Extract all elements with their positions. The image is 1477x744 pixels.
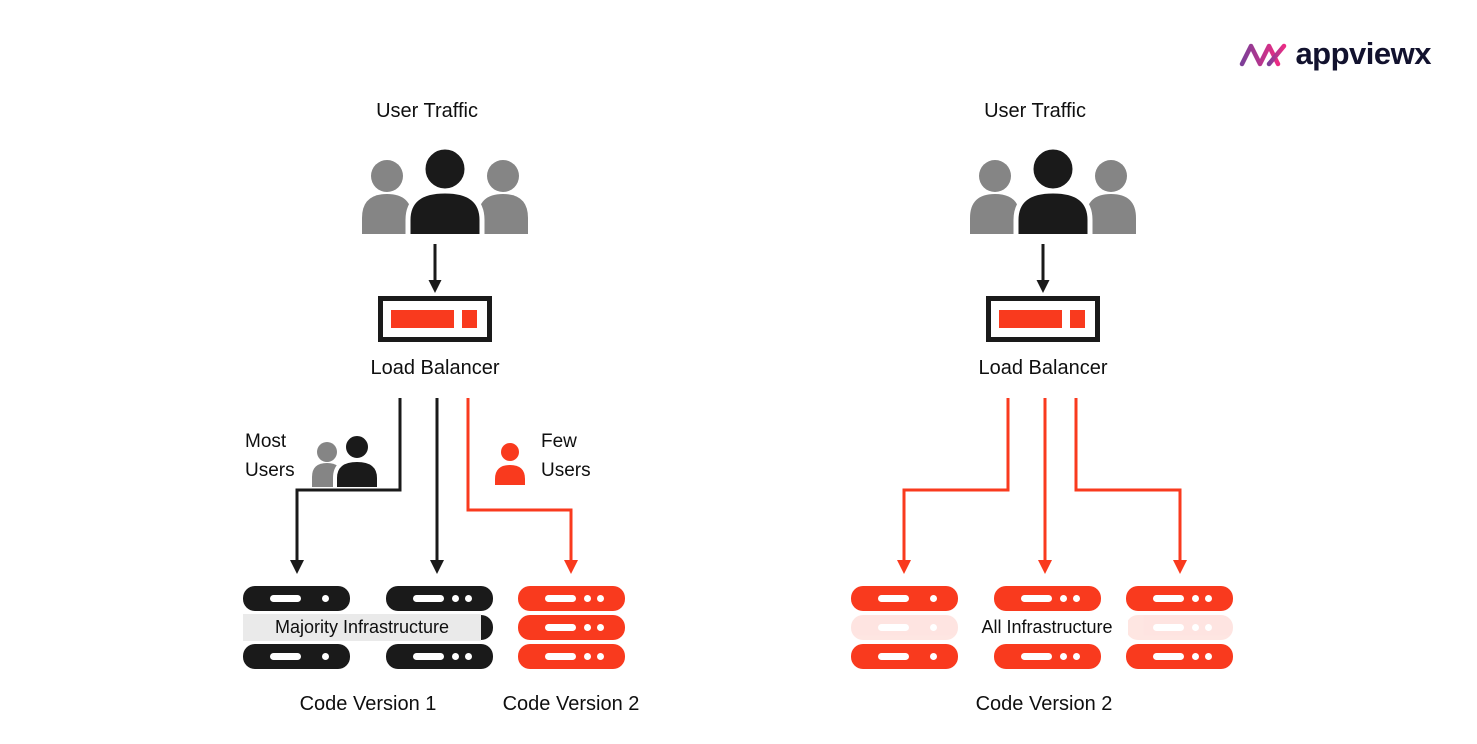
- majority-infrastructure-label: Majority Infrastructure: [243, 614, 481, 641]
- server-icon: [386, 644, 493, 669]
- connector-lines: [897, 398, 1187, 574]
- code-version-2-label: Code Version 2: [502, 693, 640, 715]
- traffic-arrow-icon: [1036, 244, 1050, 293]
- most-users-label: Most Users: [245, 431, 295, 481]
- traffic-arrow-icon: [428, 244, 442, 293]
- logo-wave-icon: [1240, 43, 1287, 67]
- server-stack-v2-c: [1126, 586, 1233, 669]
- server-icon: [243, 586, 350, 611]
- server-icon: [851, 644, 958, 669]
- server-icon: [1126, 615, 1233, 640]
- user-group-icon: [362, 146, 528, 234]
- server-icon: [518, 586, 625, 611]
- few-users-label: Few Users: [541, 431, 591, 481]
- server-icon: [386, 586, 493, 611]
- server-icon: [851, 615, 958, 640]
- server-icon: [518, 644, 625, 669]
- user-group-icon: [970, 146, 1136, 234]
- connector-lines: [290, 398, 578, 574]
- code-version-1-label: Code Version 1: [299, 693, 437, 715]
- server-stack-v2-a: [851, 586, 958, 669]
- server-icon: [994, 644, 1101, 669]
- most-users-icon: [312, 433, 381, 487]
- load-balancer-label: Load Balancer: [978, 357, 1108, 379]
- user-traffic-label: User Traffic: [984, 100, 1086, 122]
- brand-wordmark: appviewx: [1295, 36, 1431, 71]
- code-version-2-label: Code Version 2: [975, 693, 1113, 715]
- server-icon: [1126, 586, 1233, 611]
- load-balancer-icon: [986, 296, 1100, 342]
- all-infrastructure-label: All Infrastructure: [966, 614, 1128, 641]
- server-icon: [851, 586, 958, 611]
- server-icon: [994, 586, 1101, 611]
- server-stack-v2: [518, 586, 625, 669]
- server-icon: [1126, 644, 1233, 669]
- few-users-icon: [495, 443, 525, 485]
- server-icon: [518, 615, 625, 640]
- load-balancer-icon: [378, 296, 492, 342]
- brand-logo: appviewx: [1239, 36, 1431, 72]
- user-traffic-label: User Traffic: [376, 100, 478, 122]
- load-balancer-label: Load Balancer: [370, 357, 500, 379]
- server-icon: [243, 644, 350, 669]
